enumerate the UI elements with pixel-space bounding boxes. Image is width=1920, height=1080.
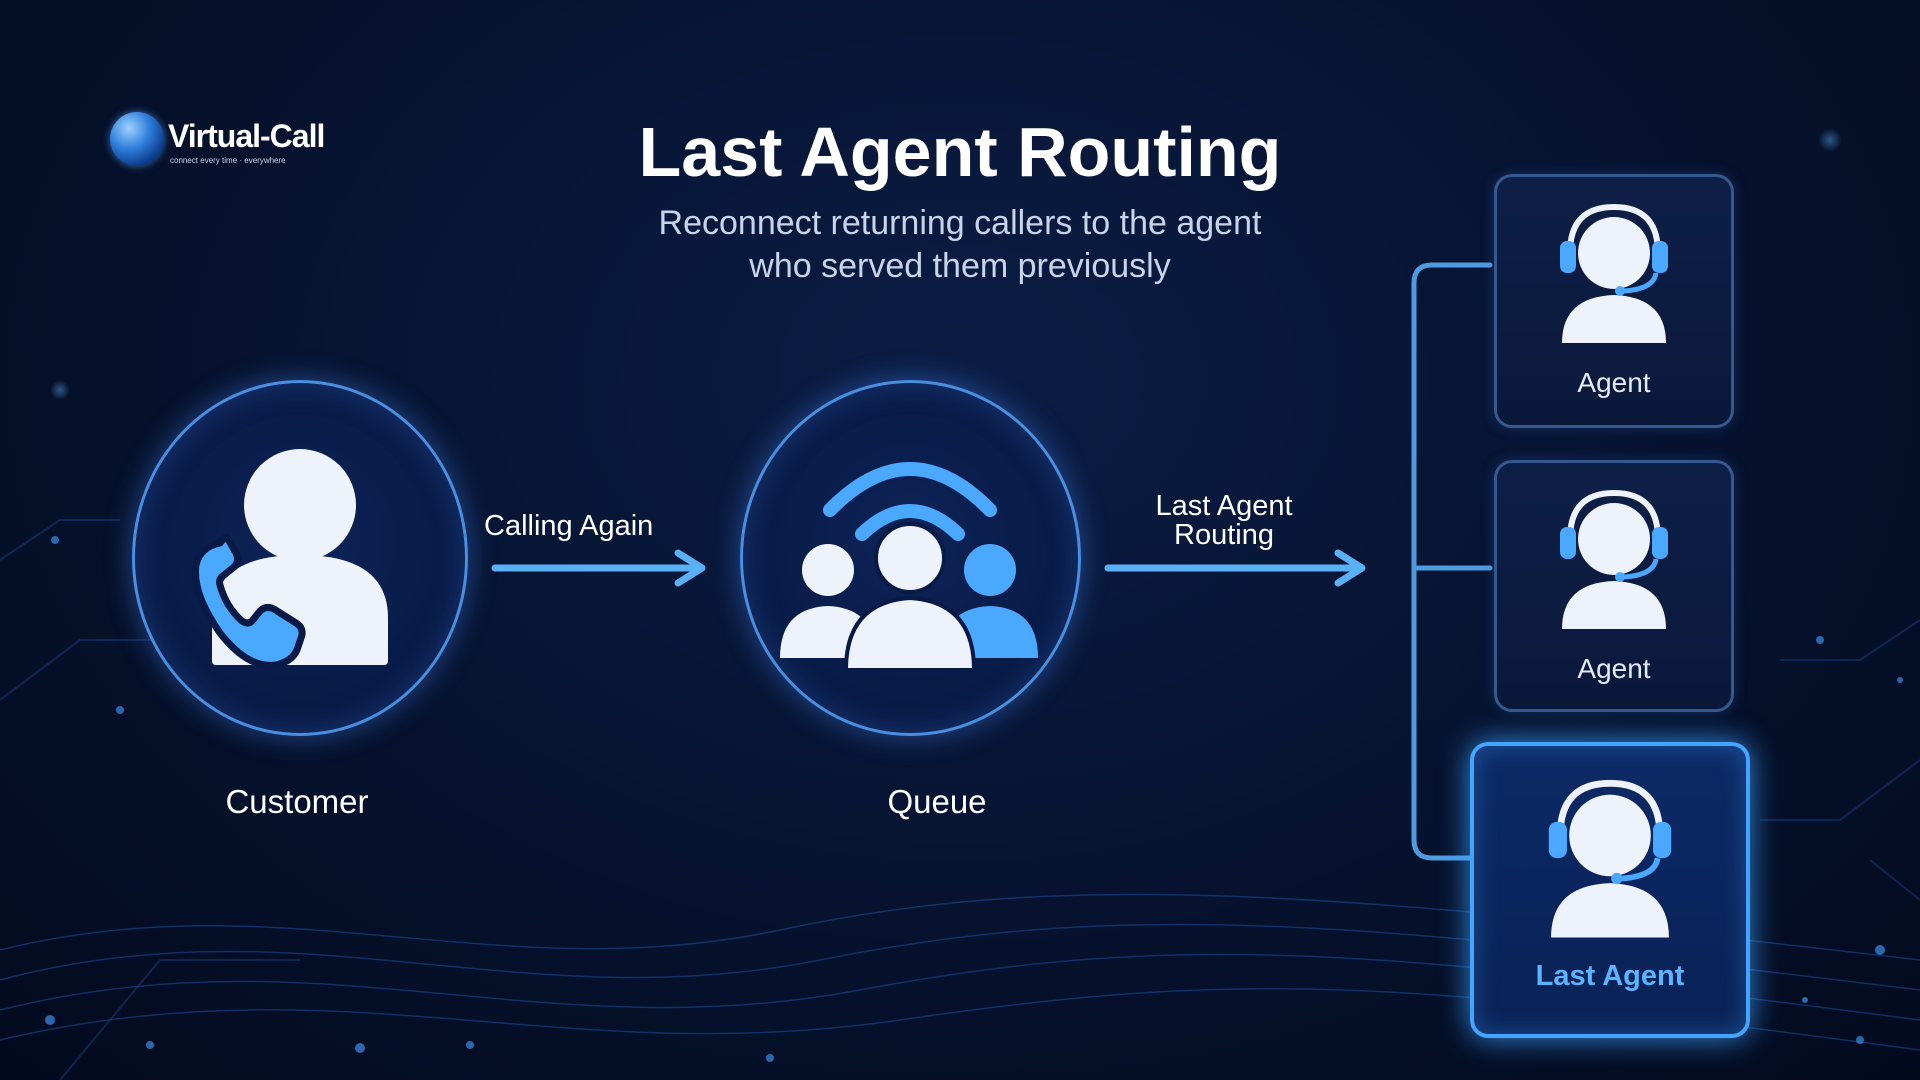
last-agent-routing-label-line-2: Routing xyxy=(1174,519,1274,551)
agent-card-1: Agent xyxy=(1494,174,1734,428)
last-agent-label: Last Agent xyxy=(1535,960,1685,992)
queue-group-icon xyxy=(780,462,1038,672)
customer-node xyxy=(132,380,468,736)
calling-again-label: Calling Again xyxy=(484,510,654,542)
logo-name: Virtual-Call xyxy=(168,118,325,154)
agent-headset-icon xyxy=(1548,779,1672,938)
queue-node xyxy=(740,380,1081,736)
customer-label: Customer xyxy=(225,783,369,820)
subtitle-line-1: Reconnect returning callers to the agent xyxy=(658,204,1262,242)
agent-card-last: Last Agent xyxy=(1470,742,1750,1038)
virtual-call-logo: Virtual-Call connect every time · everyw… xyxy=(110,110,330,170)
customer-phone-icon xyxy=(192,449,388,669)
last-agent-routing-label-line-1: Last Agent xyxy=(1155,490,1293,522)
agent-bracket xyxy=(1411,262,1493,861)
page-title: Last Agent Routing xyxy=(638,113,1282,191)
agent-card-2: Agent xyxy=(1494,460,1734,712)
subtitle-line-2: who served them previously xyxy=(749,247,1171,285)
queue-label: Queue xyxy=(887,783,987,820)
globe-icon xyxy=(110,112,164,166)
agent-headset-icon xyxy=(1560,203,1668,343)
logo-tagline: connect every time · everywhere xyxy=(170,156,286,165)
agent-card-1-label: Agent xyxy=(1577,367,1651,398)
last-agent-routing-label: Last Agent Routing xyxy=(1124,492,1324,550)
calling-again-arrowhead xyxy=(674,549,706,587)
last-agent-routing-arrowhead xyxy=(1334,549,1366,587)
page-subtitle: Reconnect returning callers to the agent… xyxy=(560,202,1360,288)
agent-card-2-label: Agent xyxy=(1577,653,1651,684)
agent-headset-icon xyxy=(1560,489,1668,629)
